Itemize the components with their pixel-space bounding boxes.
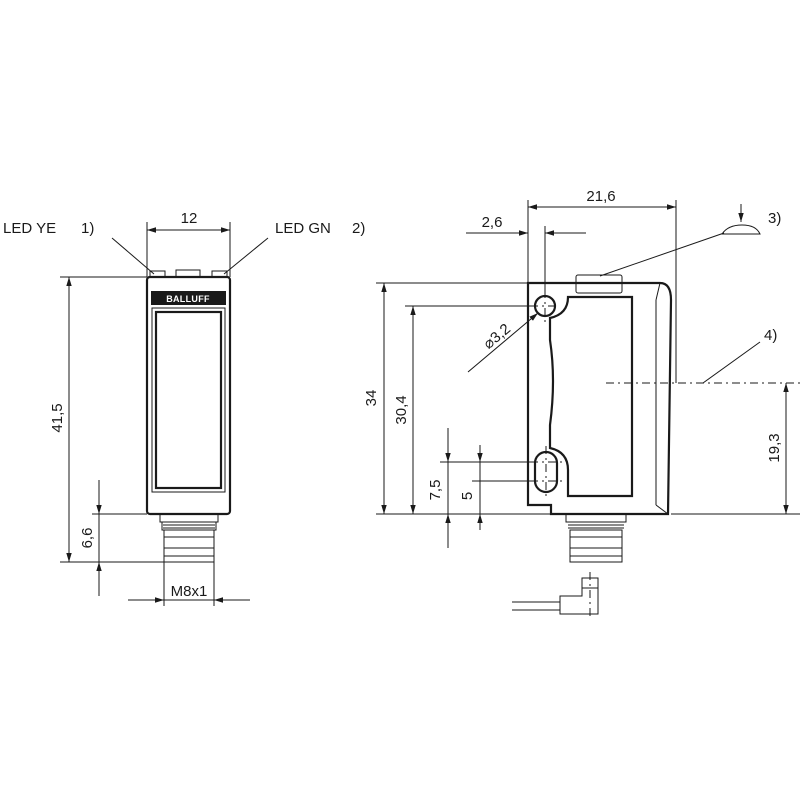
side-height-dim: 34	[363, 390, 380, 407]
side-connector	[565, 513, 627, 563]
front-view: BALLUFF LED YE 1) LED GN 2) 12 4	[3, 210, 365, 606]
front-width-dim: 12	[181, 210, 198, 227]
front-height-dim: 41,5	[49, 403, 66, 432]
side-axis-dim: 19,3	[766, 433, 783, 462]
note-3: 3)	[768, 210, 781, 227]
angled-cable-connector	[512, 572, 599, 620]
side-width-dim: 21,6	[586, 188, 615, 205]
note-4: 4)	[764, 327, 777, 344]
front-thread-dim: M8x1	[171, 583, 208, 600]
led-ye-bump	[149, 270, 166, 277]
side-view: 21,6 2,6 ⌀3,2 34 30,4 7,5 5	[363, 188, 800, 620]
led-center-bump	[175, 269, 201, 277]
led-ye-label: LED YE	[3, 220, 56, 237]
brand-logo: BALLUFF	[166, 294, 210, 304]
side-offset-dim: 2,6	[482, 214, 503, 231]
note-3-leader	[599, 232, 725, 277]
teach-button-symbol	[721, 224, 761, 235]
front-connector-dim: 6,6	[79, 528, 96, 549]
side-inner-profile	[548, 295, 634, 498]
led-gn-leader	[223, 237, 269, 275]
led-ye-leader	[111, 237, 155, 275]
brand-logo-plate	[151, 291, 226, 305]
led-ye-note: 1)	[81, 220, 94, 237]
front-window-inner	[154, 310, 223, 490]
led-gn-bump	[211, 270, 228, 277]
led-gn-note: 2)	[352, 220, 365, 237]
side-slot-width-dim: 5	[459, 492, 476, 500]
front-connector	[159, 513, 219, 563]
side-housing	[526, 281, 673, 516]
side-led-cap	[575, 274, 623, 294]
side-slot-dim: 7,5	[427, 480, 444, 501]
note-4-leader	[702, 341, 761, 384]
front-window-outer	[151, 307, 226, 493]
led-gn-label: LED GN	[275, 220, 331, 237]
side-hole-spacing-dim: 30,4	[393, 395, 410, 424]
